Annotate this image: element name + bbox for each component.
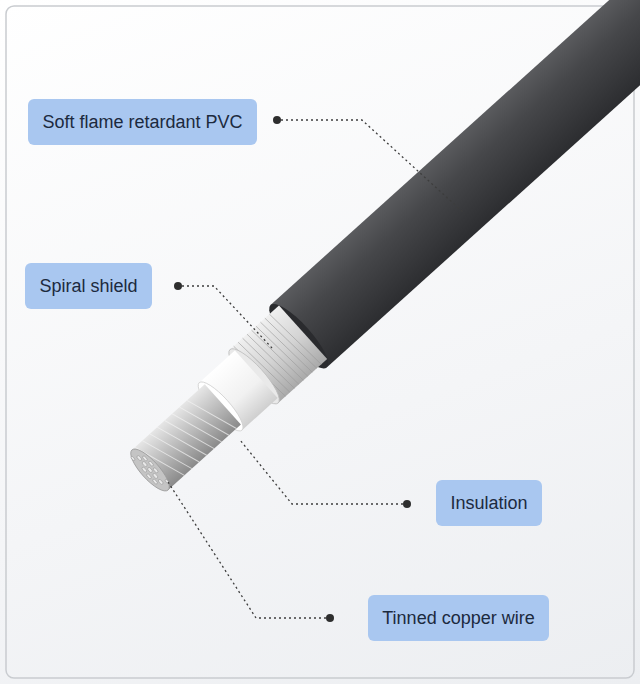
core-end	[125, 444, 175, 496]
leader-line	[168, 482, 326, 618]
callout-label: Tinned copper wire	[382, 608, 534, 629]
callout-label: Soft flame retardant PVC	[42, 112, 242, 133]
leader-lines	[168, 120, 465, 618]
callout-box: Tinned copper wire	[368, 595, 549, 641]
callout-label: Spiral shield	[39, 276, 137, 297]
leader-dot	[174, 282, 182, 290]
jacket	[271, 0, 640, 367]
leader-dot	[326, 614, 334, 622]
leader-dot	[273, 116, 281, 124]
copper-core	[132, 384, 241, 490]
leader-line	[240, 440, 403, 504]
cable	[115, 0, 640, 507]
callout-box: Spiral shield	[25, 263, 152, 309]
strand-ends	[130, 449, 170, 491]
leader-dot	[403, 500, 411, 508]
callout-box: Soft flame retardant PVC	[28, 99, 257, 145]
callout-box: Insulation	[436, 480, 542, 526]
callout-label: Insulation	[450, 493, 527, 514]
leader-line	[281, 120, 465, 214]
leader-line	[182, 286, 272, 348]
leader-dots	[174, 116, 411, 622]
